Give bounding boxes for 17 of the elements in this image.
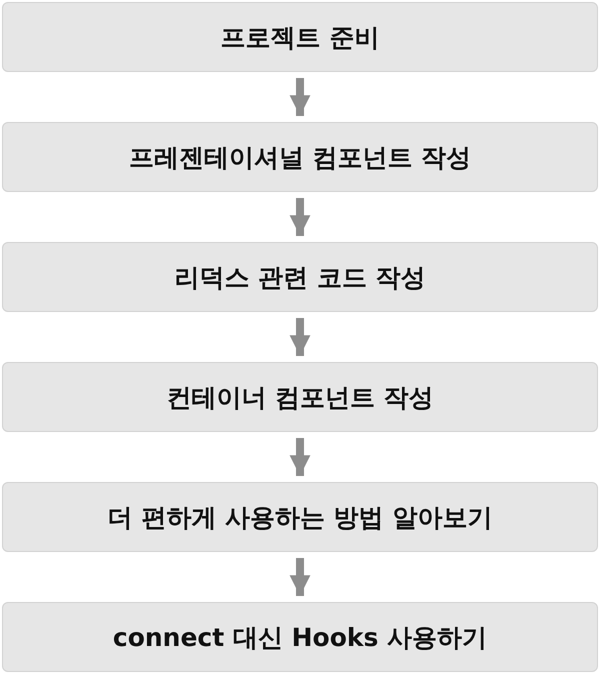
step-label: connect 대신 Hooks 사용하기 [112,622,488,654]
arrow [290,558,310,596]
arrow [290,78,310,116]
step-label: 더 편하게 사용하는 방법 알아보기 [108,502,492,534]
process-box [2,362,598,432]
arrow [290,198,310,236]
process-box [2,482,598,552]
step-label: 프레젠테이셔널 컴포넌트 작성 [128,142,472,174]
step-label: 컨테이너 컴포넌트 작성 [166,382,434,414]
arrow [290,318,310,356]
arrow [290,438,310,476]
process-box [2,2,598,72]
process-box [2,602,598,672]
step-label: 리덕스 관련 코드 작성 [174,262,426,294]
step-label: 프로젝트 준비 [220,22,380,54]
process-box [2,242,598,312]
process-box [2,122,598,192]
